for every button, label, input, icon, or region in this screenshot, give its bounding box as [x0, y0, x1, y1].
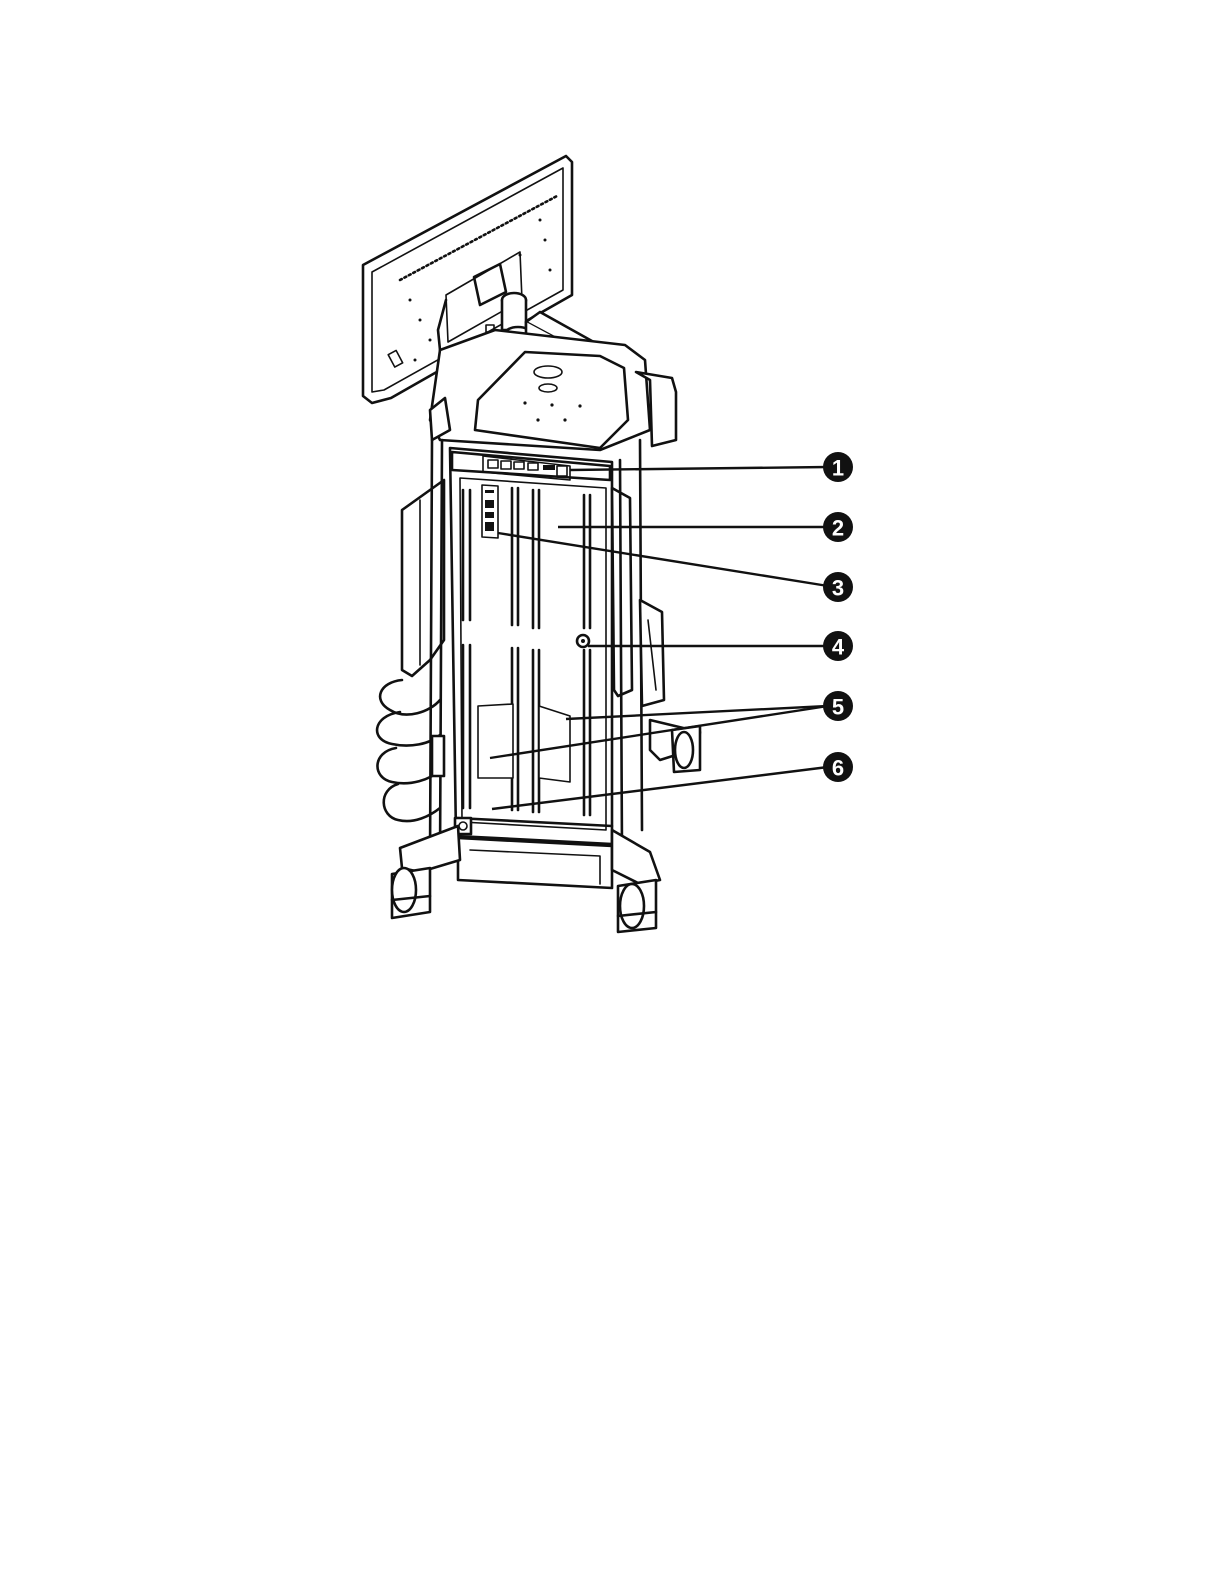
caster-front-left [392, 868, 430, 918]
vent-opening-left [478, 704, 513, 778]
callout-1: 1 [823, 452, 853, 482]
cart-top [430, 330, 676, 450]
cable-hanger [377, 680, 444, 821]
cart-body [450, 448, 612, 844]
callout-5: 5 [823, 691, 853, 721]
callout-5-number: 5 [832, 695, 844, 720]
callout-2: 2 [823, 512, 853, 542]
caster-rear-right [672, 726, 700, 772]
vent-opening-right [539, 706, 570, 782]
callout-3-number: 3 [832, 576, 844, 601]
callout-2-number: 2 [832, 516, 844, 541]
callout-1-number: 1 [832, 456, 844, 481]
caster-front-right [618, 880, 656, 932]
callout-3: 3 [823, 572, 853, 602]
callout-4: 4 [823, 631, 853, 661]
callout-6-number: 6 [832, 756, 844, 781]
callout-4-number: 4 [832, 635, 845, 660]
callout-6: 6 [823, 752, 853, 782]
